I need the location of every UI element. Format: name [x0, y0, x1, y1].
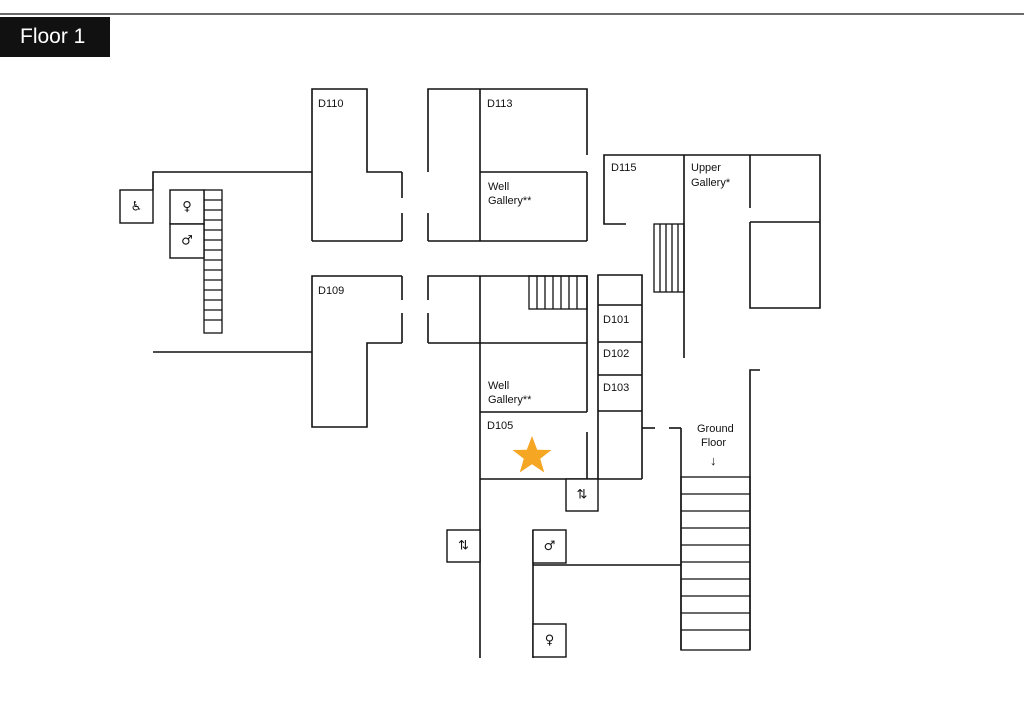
stairs-ground-floor — [680, 476, 751, 651]
room-label-d113: D113 — [487, 98, 512, 110]
room-label-d105: D105 — [487, 420, 513, 432]
room-label-upper-gallery: Upper — [691, 162, 721, 174]
female-restroom-icon-left: ♀ — [169, 189, 205, 225]
female-restroom-icon-lower: ♀ — [532, 623, 567, 658]
down-arrow-icon: ↓ — [710, 453, 717, 468]
elevator-icon-left: ⇅ — [446, 529, 481, 563]
male-restroom-icon-lower: ♂ — [532, 529, 567, 564]
stairs-central — [528, 275, 588, 310]
elevator-icon-center: ⇅ — [565, 478, 599, 512]
svg-text:♿: ♿ — [131, 200, 143, 215]
svg-text:♂: ♂ — [181, 234, 193, 249]
you-are-here-star-icon — [512, 436, 552, 473]
room-label-d109: D109 — [318, 285, 344, 297]
walls — [152, 88, 821, 658]
room-label-d115: D115 — [611, 162, 636, 174]
svg-text:♀: ♀ — [545, 633, 555, 648]
room-label-well-gallery-mid: Well — [488, 380, 509, 392]
room-label-upper-gallery-2: Gallery* — [691, 177, 731, 189]
label-ground-floor: Ground — [697, 423, 734, 435]
room-label-well-gallery-mid-2: Gallery** — [488, 394, 532, 406]
svg-text:⇅: ⇅ — [577, 488, 588, 503]
stairs-upper-gallery — [653, 223, 685, 293]
label-ground-floor-2: Floor — [701, 437, 726, 449]
male-restroom-icon-left: ♂ — [169, 223, 205, 259]
room-label-well-gallery-top-2: Gallery** — [488, 195, 532, 207]
svg-text:⇅: ⇅ — [458, 539, 469, 554]
room-label-d110: D110 — [318, 98, 343, 110]
room-label-d102: D102 — [603, 348, 629, 360]
room-label-d101: D101 — [603, 314, 629, 326]
room-label-d103: D103 — [603, 382, 629, 394]
svg-text:♀: ♀ — [182, 200, 192, 215]
floor-label-tab: Floor 1 — [0, 17, 110, 57]
accessible-restroom-icon: ♿ — [119, 189, 154, 224]
svg-text:♂: ♂ — [544, 539, 556, 554]
room-label-well-gallery-top: Well — [488, 181, 509, 193]
stairs-left — [203, 189, 223, 334]
